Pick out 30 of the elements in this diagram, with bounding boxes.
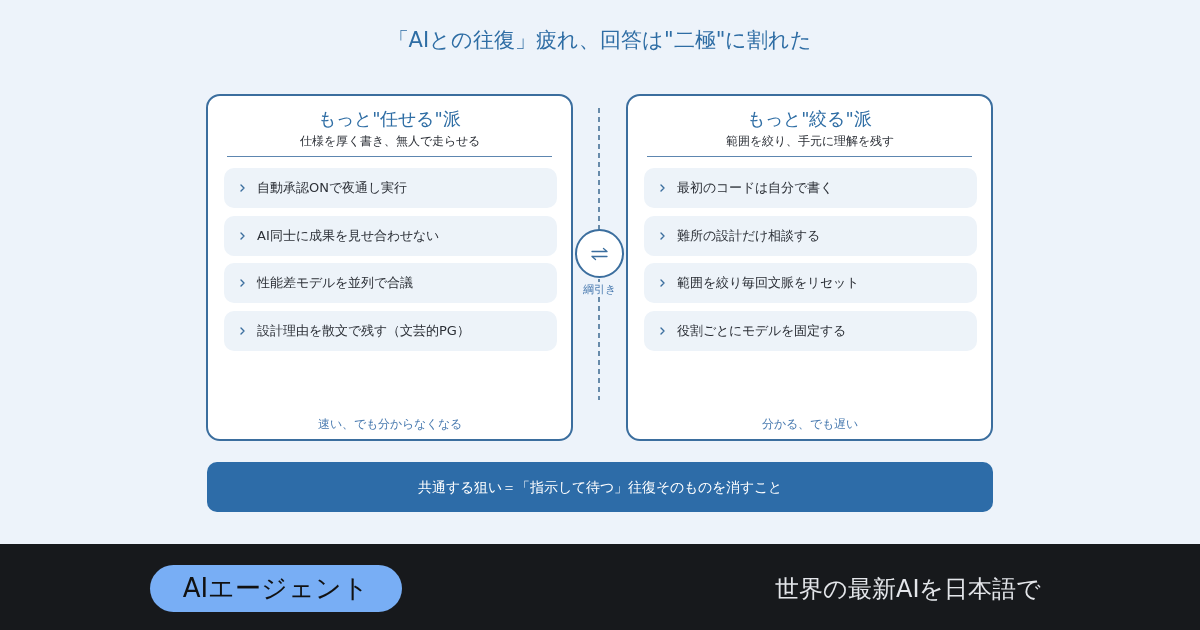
item-card <box>644 216 977 256</box>
item-text: 設計理由を散文で残す（文芸的PG） <box>257 322 470 340</box>
panel-card <box>206 94 573 441</box>
title: 「AIとの往復」疲れ、回答は"二極"に割れた <box>387 27 813 54</box>
item-text: 性能差モデルを並列で合議 <box>257 274 413 292</box>
item-card <box>644 263 977 303</box>
panel-subtitle: 範囲を絞り、手元に理解を残す <box>725 133 894 149</box>
item-text: 難所の設計だけ相談する <box>677 227 820 245</box>
node-caption: 綱引き <box>582 282 617 297</box>
item-card <box>224 311 557 351</box>
panel-footnote: 分かる、でも遅い <box>761 416 858 432</box>
item-card <box>644 311 977 351</box>
item-text: 範囲を絞り毎回文脈をリセット <box>677 274 859 292</box>
item-text: AI同士に成果を見せ合わせない <box>257 227 439 245</box>
panel-subtitle: 仕様を厚く書き、無人で走らせる <box>299 133 480 149</box>
panel-heading: もっと"絞る"派 <box>747 107 872 131</box>
panel-footnote: 速い、でも分からなくなる <box>317 416 462 432</box>
panel-card <box>626 94 993 441</box>
category-tag: AIエージェント <box>150 565 402 612</box>
circle-node <box>575 229 624 278</box>
item-card <box>224 216 557 256</box>
item-card <box>224 168 557 208</box>
tagline: 世界の最新AIを日本語で <box>775 574 1042 604</box>
item-card <box>644 168 977 208</box>
item-card <box>224 263 557 303</box>
item-text: 最初のコードは自分で書く <box>677 179 833 197</box>
summary-banner: 共通する狙い＝「指示して待つ」往復そのものを消すこと <box>207 462 993 512</box>
panel-heading: もっと"任せる"派 <box>318 107 461 131</box>
item-text: 自動承認ONで夜通し実行 <box>257 179 407 197</box>
item-text: 役割ごとにモデルを固定する <box>677 322 846 340</box>
